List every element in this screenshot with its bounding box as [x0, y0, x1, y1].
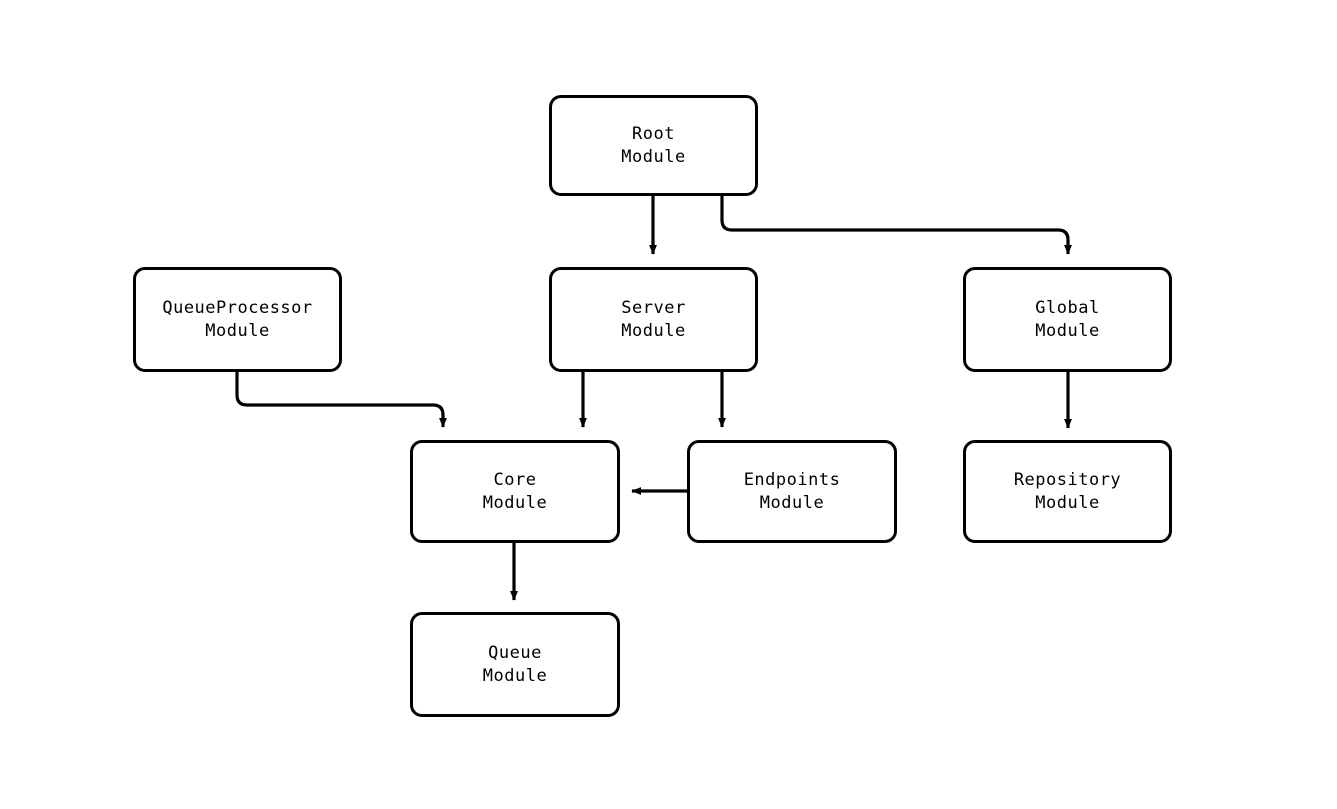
- node-root-module-line2: Module: [621, 146, 686, 167]
- edge-queueprocessor-to-core: [235, 372, 447, 428]
- node-root-module-line1: Root: [632, 123, 675, 144]
- edge-root-to-global: [720, 196, 1072, 255]
- node-queue-module[interactable]: Queue Module: [410, 612, 620, 717]
- node-server-module[interactable]: Server Module: [549, 267, 758, 372]
- node-core-module-line2: Module: [482, 492, 548, 513]
- node-server-module-line1: Server: [621, 297, 686, 318]
- node-endpoints-module-line1: Endpoints: [743, 469, 841, 490]
- node-global-module[interactable]: Global Module: [963, 267, 1172, 372]
- node-core-module-line1: Core: [493, 469, 537, 490]
- node-repository-module-line2: Module: [1035, 492, 1100, 513]
- node-root-module[interactable]: Root Module: [549, 95, 758, 196]
- node-queueprocessor-module[interactable]: QueueProcessor Module: [133, 267, 342, 372]
- node-global-module-line2: Module: [1035, 320, 1100, 341]
- node-queueprocessor-module-line1: QueueProcessor: [162, 297, 313, 318]
- node-repository-module-line1: Repository: [1013, 469, 1122, 490]
- node-queue-module-line2: Module: [482, 665, 548, 686]
- node-repository-module[interactable]: Repository Module: [963, 440, 1172, 543]
- node-endpoints-module-line2: Module: [759, 492, 825, 513]
- node-global-module-line1: Global: [1035, 297, 1100, 318]
- node-server-module-line2: Module: [621, 320, 686, 341]
- node-core-module[interactable]: Core Module: [410, 440, 620, 543]
- node-endpoints-module[interactable]: Endpoints Module: [687, 440, 897, 543]
- node-queueprocessor-module-line2: Module: [205, 320, 270, 341]
- node-queue-module-line1: Queue: [488, 642, 542, 663]
